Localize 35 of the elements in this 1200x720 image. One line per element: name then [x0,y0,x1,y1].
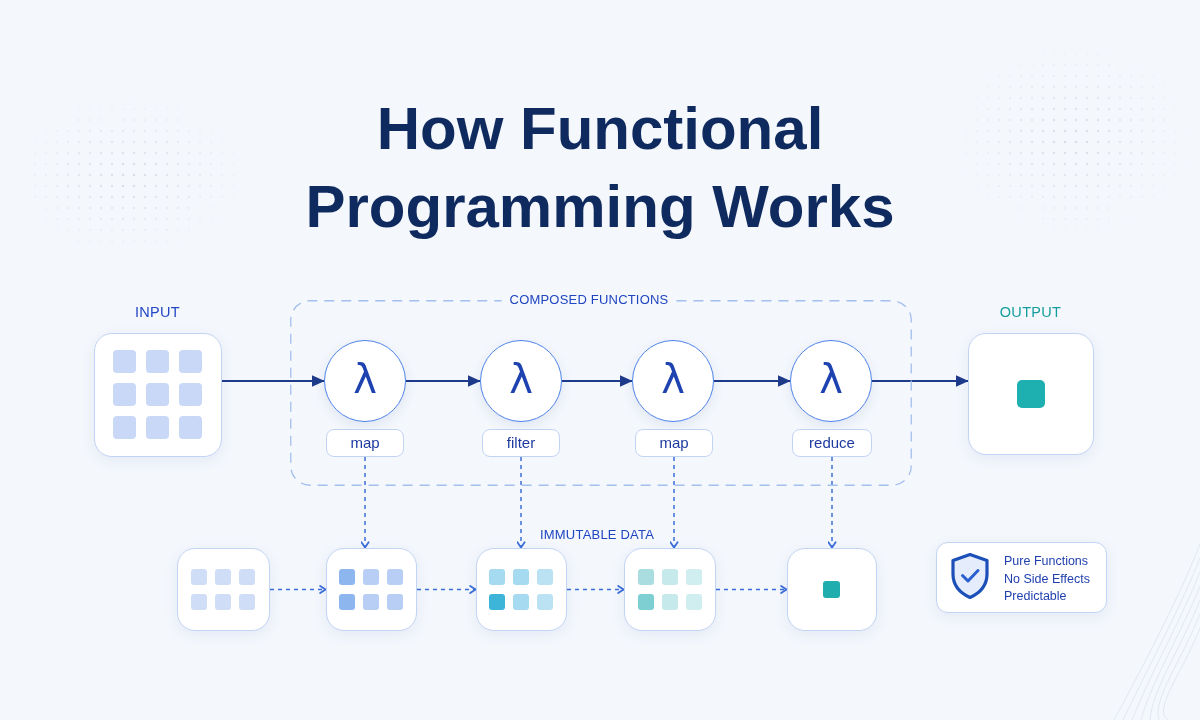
function-label: map [326,429,404,457]
data-card [476,548,567,631]
dashed-arrow [516,456,526,549]
dashed-arrow [669,456,679,549]
feature-text: No Side Effects [1004,571,1090,587]
arrow [222,375,325,387]
output-heading: OUTPUT [999,304,1062,321]
arrow [872,375,969,387]
dashed-arrow [566,585,625,594]
arrow [406,375,481,387]
data-card [326,548,417,631]
dashed-arrow [715,585,788,594]
arrow [714,375,791,387]
input-heading: INPUT [135,304,180,321]
dashed-arrow [360,456,370,549]
feature-text: Pure Functions [1004,554,1089,569]
dashed-arrow [827,456,837,549]
feature-text: Predictable [1004,589,1067,604]
group-heading: COMPOSED FUNCTIONS [509,292,669,307]
data-card [787,548,877,631]
lambda-symbol: λ [353,357,377,402]
function-label: filter [482,429,560,457]
dashed-arrow [416,585,477,594]
title: How Functional Programming Works [304,94,896,242]
info-card [936,542,1107,613]
function-label: map [635,429,713,457]
data-card [177,548,270,631]
data-card [624,548,716,631]
lambda-symbol: λ [819,357,843,402]
function-label: reduce [792,429,872,457]
lambda-symbol: λ [509,357,533,402]
arrow [562,375,633,387]
lambda-symbol: λ [661,357,685,402]
dashed-arrow [269,585,327,594]
section-label: IMMUTABLE DATA [540,527,655,542]
